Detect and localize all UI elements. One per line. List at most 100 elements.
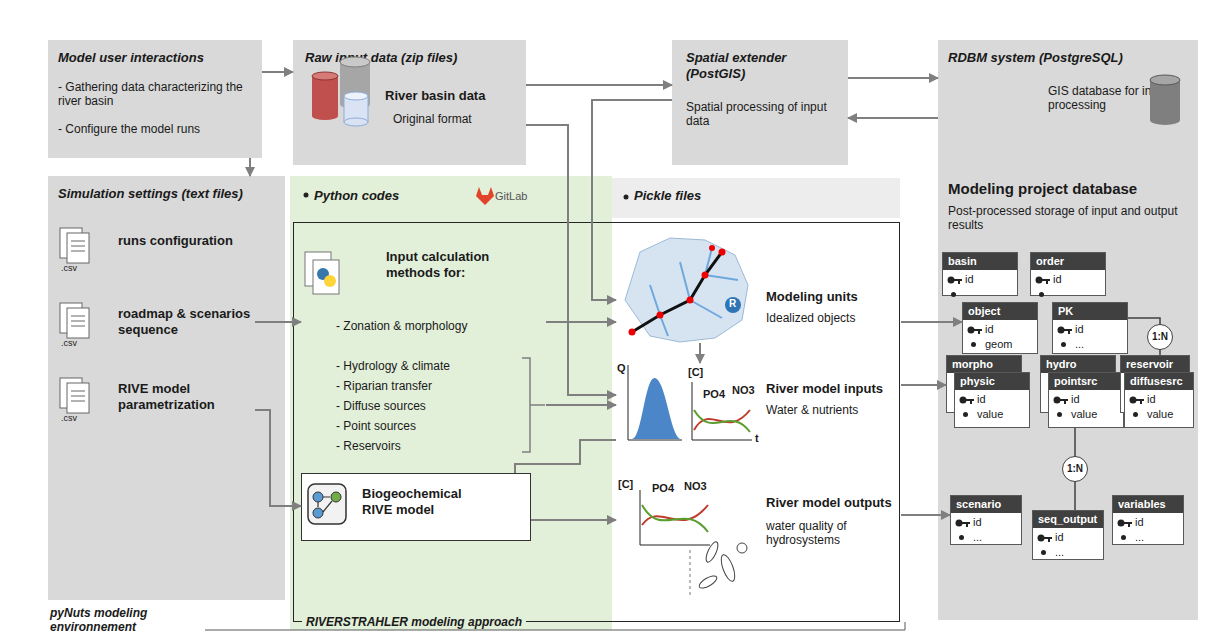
text-holder: RIVERSTRAHLER modeling approach — [302, 615, 526, 629]
table-header: pointsrc — [1049, 373, 1123, 390]
label-holder: PO4 — [652, 482, 674, 495]
key-icon — [1037, 533, 1053, 543]
axis-label: [C] — [688, 366, 703, 379]
table-row: value — [1071, 408, 1121, 421]
text-holder: Raw input data (zip files) — [305, 50, 520, 66]
field-name: id — [1147, 393, 1191, 406]
connector — [848, 117, 938, 119]
key-icon — [1129, 395, 1145, 405]
table-row: id — [985, 323, 1035, 336]
field-bullet — [1133, 412, 1138, 417]
field-bullet — [959, 535, 964, 540]
edge-label-holder: 1:N — [1062, 456, 1088, 482]
text-holder: Model user interactions — [58, 50, 258, 66]
node-title: RIVE model parametrization — [118, 381, 253, 412]
text-holder: - Reservoirs — [336, 439, 516, 453]
label-holder: NO3 — [732, 384, 755, 397]
text-holder: RDBM system (PostgreSQL) — [948, 50, 1188, 66]
connector — [515, 440, 616, 473]
table-name: object — [968, 305, 1032, 318]
node-text: Original format — [393, 112, 513, 126]
input-chart — [628, 365, 752, 440]
python-panel: Python codesGitLab — [290, 176, 612, 630]
connector — [592, 100, 672, 300]
file-extension: .csv — [61, 413, 77, 424]
connector — [699, 343, 701, 363]
label-holder: [C] — [688, 366, 703, 379]
field-name: id — [1071, 393, 1121, 406]
table-row: value — [1147, 408, 1191, 421]
text-holder: GIS database for input processing — [1048, 84, 1188, 113]
table-row: geom — [985, 338, 1035, 351]
node-title: Spatial extender (PostGIS) — [686, 50, 841, 81]
table-header: diffusesrc — [1125, 373, 1193, 390]
key-icon — [1038, 535, 1045, 542]
key-icon — [1036, 277, 1043, 284]
table-name: variables — [1118, 498, 1178, 511]
key-icon — [1058, 327, 1065, 334]
key-icon — [1130, 397, 1137, 404]
label-holder: NO3 — [684, 480, 707, 493]
field-name: ... — [1135, 531, 1181, 544]
connector — [901, 384, 946, 386]
field-name: ... — [973, 531, 1019, 544]
table-name: basin — [948, 255, 1012, 268]
label-holder: pyNuts modeling environnement — [50, 606, 203, 634]
connector — [901, 321, 962, 323]
text-holder: - Gathering data characterizing the rive… — [58, 80, 258, 109]
text-holder: roadmap & scenarios sequence — [118, 306, 253, 337]
label-holder: Q — [617, 362, 626, 375]
settings-file: roadmap & scenarios sequence — [55, 300, 255, 355]
key-icon — [1124, 522, 1132, 527]
python-file-icon — [305, 252, 339, 294]
axis-label: Q — [617, 362, 626, 375]
text-holder: - Riparian transfer — [336, 379, 516, 393]
field-name: geom — [985, 338, 1035, 351]
pickle-item: Modeling unitsIdealized objects — [616, 233, 901, 343]
relation-cardinality: 1:N — [1067, 463, 1083, 475]
node-text: Post-processed storage of input and outp… — [948, 204, 1188, 233]
field-name: id — [1135, 516, 1181, 529]
text-holder: - Diffuse sources — [336, 399, 516, 413]
node-text: River basin data — [385, 88, 520, 104]
table-name: diffusesrc — [1130, 375, 1188, 388]
field-name: value — [1147, 408, 1191, 421]
node-text: Spatial processing of input data — [686, 100, 841, 129]
table-box: seq_outputid... — [1032, 510, 1104, 560]
table-box: pointsrc id value — [1048, 372, 1124, 428]
field-name: id — [1053, 273, 1103, 286]
table-row: ... — [973, 531, 1019, 544]
connector — [255, 410, 301, 506]
table-box: physicidvalue — [954, 372, 1030, 428]
key-icon — [1057, 325, 1073, 335]
text-holder: Python codes — [314, 188, 454, 204]
text-holder: River model outputs — [766, 495, 896, 511]
key-icon — [948, 277, 955, 284]
database-icon — [312, 57, 370, 126]
label-holder: .csv — [61, 413, 77, 424]
environment-line — [205, 622, 905, 630]
table-header: morpho — [947, 356, 1021, 373]
table-row: id — [1135, 516, 1181, 529]
key-icon — [960, 397, 967, 404]
text-holder: - Hydrology & climate — [336, 359, 516, 373]
table-row: ... — [1135, 531, 1181, 544]
caption-label: pyNuts modeling environnement — [50, 606, 200, 634]
key-icon — [1053, 395, 1069, 405]
field-name: ... — [1075, 338, 1125, 351]
connector — [546, 404, 616, 406]
table-header: scenario — [951, 496, 1021, 513]
key-icon — [954, 279, 962, 284]
field-name: id — [1055, 531, 1101, 544]
node-text: - Riparian transfer — [336, 379, 516, 393]
text-holder: RIVE model parametrization — [118, 381, 253, 412]
table-header: PK — [1053, 303, 1127, 320]
label-holder: R — [729, 298, 736, 310]
key-icon — [1117, 518, 1133, 528]
nutrient-label: NO3 — [684, 480, 707, 493]
node-text: Modeling project database — [948, 180, 1188, 198]
table-box: scenarioid... — [950, 495, 1022, 545]
field-bullet — [971, 342, 976, 347]
table-name: scenario — [956, 498, 1016, 511]
nutrient-label: NO3 — [732, 384, 755, 397]
